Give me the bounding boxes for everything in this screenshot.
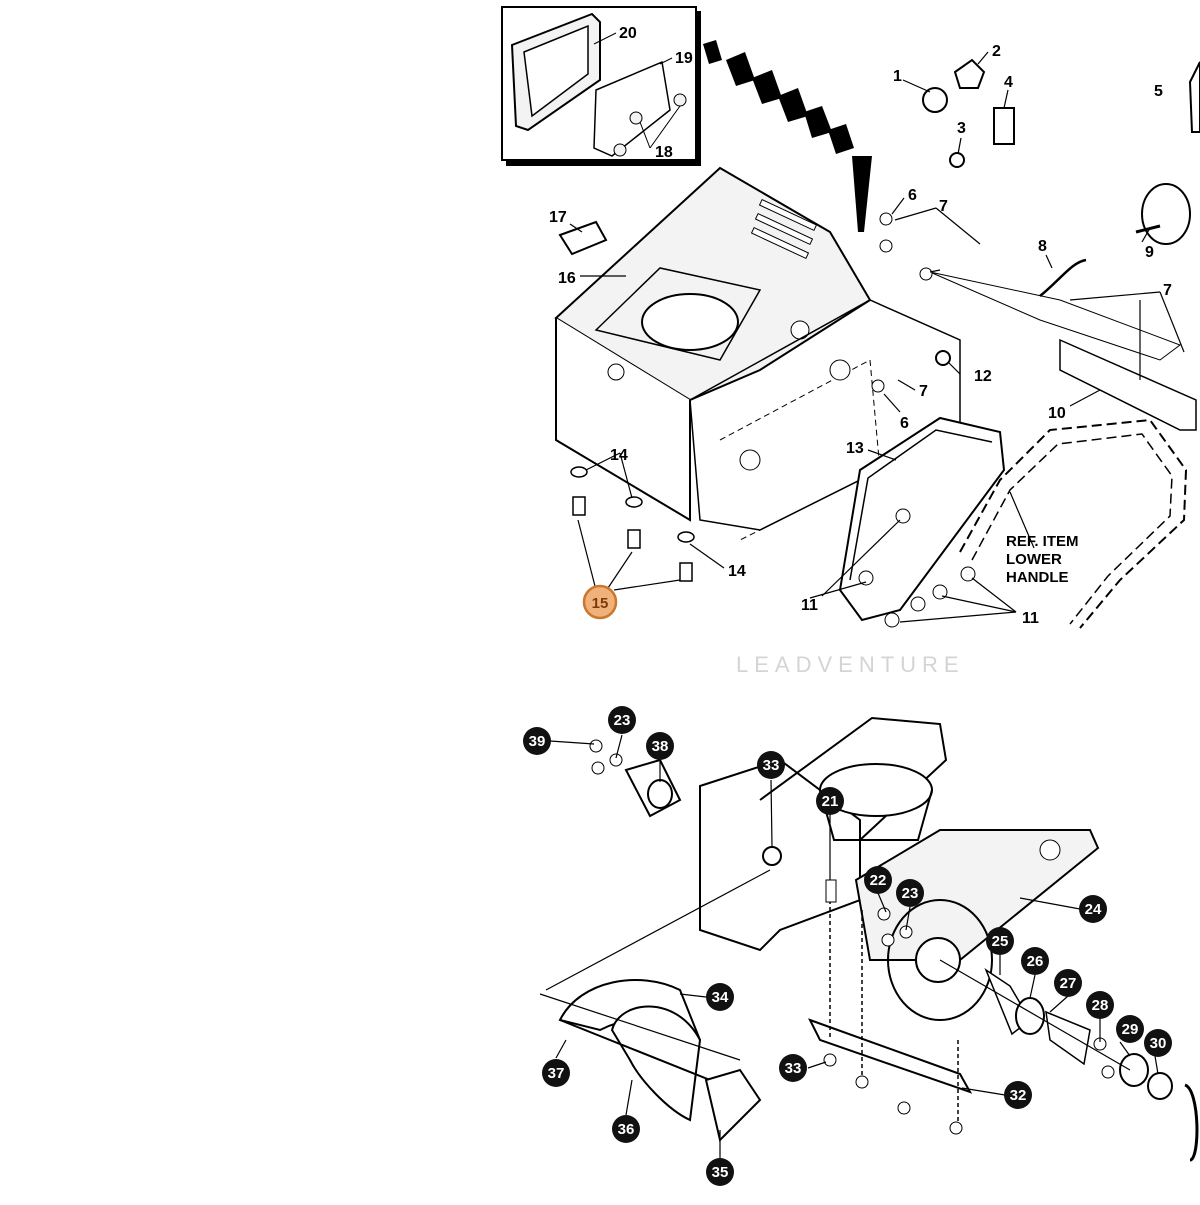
badge-30[interactable]: 30 (1144, 1029, 1172, 1057)
lower-callout-badges: 21 22 23 23 24 25 26 27 28 29 30 32 33 3… (523, 706, 1172, 1186)
svg-text:23: 23 (902, 885, 919, 902)
callout-14b: 14 (728, 563, 746, 580)
callout-3: 3 (957, 120, 966, 137)
svg-text:29: 29 (1122, 1021, 1139, 1038)
pulley-shaft-parts (939, 959, 1199, 1162)
badge-38[interactable]: 38 (646, 732, 674, 760)
housing-vents (750, 198, 818, 260)
svg-text:26: 26 (1027, 953, 1044, 970)
leader-lines-upper (569, 51, 1185, 623)
callout-11a: 11 (801, 597, 818, 614)
auger-assembly (539, 979, 762, 1142)
svg-text:25: 25 (992, 933, 1009, 950)
callout-15-highlight[interactable]: 15 (582, 584, 618, 620)
belt-cover (838, 416, 1006, 622)
badge-34[interactable]: 34 (706, 983, 734, 1011)
inset-detail-box (501, 6, 701, 166)
callout-15: 15 (592, 595, 609, 612)
svg-text:30: 30 (1150, 1035, 1167, 1052)
callout-18: 18 (655, 144, 673, 161)
badge-27[interactable]: 27 (1054, 969, 1082, 997)
badge-21[interactable]: 21 (816, 787, 844, 815)
ref-note-line-3: HANDLE (1006, 569, 1069, 586)
svg-text:34: 34 (712, 989, 729, 1006)
svg-text:27: 27 (1060, 975, 1077, 992)
screws-item-11 (858, 508, 976, 628)
callout-1: 1 (893, 68, 902, 85)
callout-6a: 6 (908, 187, 917, 204)
upper-exploded-view: 1 2 3 4 5 6 6 7 7 7 8 9 10 11 11 12 13 1… (501, 6, 1200, 629)
callout-17: 17 (549, 209, 567, 226)
badge-32[interactable]: 32 (1004, 1081, 1032, 1109)
badge-23a[interactable]: 23 (608, 706, 636, 734)
badge-26[interactable]: 26 (1021, 947, 1049, 975)
badge-29[interactable]: 29 (1116, 1015, 1144, 1043)
callout-5: 5 (1154, 83, 1163, 100)
callout-11b: 11 (1022, 610, 1039, 627)
watermark-text: LEADVENTURE (736, 652, 965, 677)
inset-pointer-arrow (703, 40, 872, 232)
badge-25[interactable]: 25 (986, 927, 1014, 955)
callout-9: 9 (1145, 244, 1154, 261)
bolts-item-15 (572, 496, 693, 582)
callout-7a: 7 (939, 198, 948, 215)
svg-text:23: 23 (614, 712, 631, 729)
badge-39[interactable]: 39 (523, 727, 551, 755)
badge-22[interactable]: 22 (864, 866, 892, 894)
badge-33b[interactable]: 33 (779, 1054, 807, 1082)
badge-28[interactable]: 28 (1086, 991, 1114, 1019)
mounting-bracket (929, 271, 1197, 431)
callout-4: 4 (1004, 74, 1013, 91)
callout-6b: 6 (900, 415, 909, 432)
callout-19: 19 (675, 50, 693, 67)
callout-16: 16 (558, 270, 576, 287)
svg-text:33: 33 (785, 1060, 802, 1077)
badge-23b[interactable]: 23 (896, 879, 924, 907)
svg-text:22: 22 (870, 872, 887, 889)
svg-text:28: 28 (1092, 997, 1109, 1014)
svg-text:39: 39 (529, 733, 546, 750)
svg-text:37: 37 (548, 1065, 565, 1082)
callout-13: 13 (846, 440, 864, 457)
badge-36[interactable]: 36 (612, 1115, 640, 1143)
svg-text:36: 36 (618, 1121, 635, 1138)
chute-housing (554, 166, 872, 522)
auger-housing-frame (699, 716, 1100, 1126)
bearing-bracket (589, 739, 682, 818)
svg-text:38: 38 (652, 738, 669, 755)
svg-text:35: 35 (712, 1164, 729, 1181)
svg-text:21: 21 (822, 793, 839, 810)
svg-text:33: 33 (763, 757, 780, 774)
callout-8: 8 (1038, 238, 1047, 255)
leader-lines-lower (545, 734, 1159, 1158)
badge-35[interactable]: 35 (706, 1158, 734, 1186)
callout-20: 20 (619, 25, 637, 42)
lower-exploded-view: 21 22 23 23 24 25 26 27 28 29 30 32 33 3… (523, 706, 1199, 1186)
svg-text:32: 32 (1010, 1087, 1027, 1104)
badge-33a[interactable]: 33 (757, 751, 785, 779)
ref-item-note: REF. ITEM LOWER HANDLE (1006, 533, 1079, 586)
ref-note-line-1: REF. ITEM (1006, 533, 1079, 550)
svg-text:24: 24 (1085, 901, 1102, 918)
callout-10: 10 (1048, 405, 1066, 422)
callout-numbers-upper: 1 2 3 4 5 6 6 7 7 7 8 9 10 11 11 12 13 1… (549, 25, 1172, 627)
callout-14a: 14 (610, 447, 628, 464)
small-hardware (558, 58, 1200, 628)
callout-7b: 7 (919, 383, 928, 400)
lower-handle-ref (959, 418, 1188, 629)
washers-item-14 (570, 466, 695, 543)
callout-12: 12 (974, 368, 992, 385)
ref-note-line-2: LOWER (1006, 551, 1062, 568)
badge-24[interactable]: 24 (1079, 895, 1107, 923)
callout-7c: 7 (1163, 282, 1172, 299)
lower-hardware (823, 879, 1115, 1135)
badge-37[interactable]: 37 (542, 1059, 570, 1087)
callout-2: 2 (992, 43, 1001, 60)
